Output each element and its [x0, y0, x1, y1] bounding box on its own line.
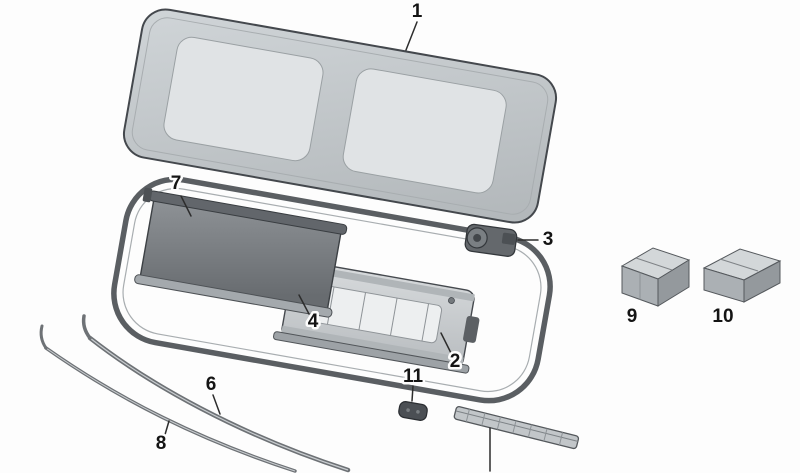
callout-7: 7 [171, 173, 182, 194]
mechanism-rail-rear [292, 262, 475, 302]
strip-part-8 [39, 324, 297, 473]
blind-pull-bar [134, 274, 333, 318]
bottom-rail [453, 405, 580, 450]
parts-box-10 [702, 248, 782, 303]
mechanism-bolt [448, 297, 455, 304]
glass-rear-pane [342, 68, 507, 194]
parts-box-9 [620, 247, 691, 307]
strip-8-highlight [45, 347, 296, 472]
box9-side-face [657, 259, 690, 307]
glass-panel [122, 8, 558, 224]
callout-11: 11 [403, 366, 424, 387]
leader-line-4 [298, 294, 310, 315]
rail-hatch [496, 416, 501, 430]
leader-line-7 [180, 195, 192, 217]
rail-hatch [558, 432, 564, 446]
rail-hatch [512, 420, 517, 434]
motor-gear-center [473, 233, 482, 242]
box10-fold-line [719, 258, 759, 272]
roller-blind [134, 187, 348, 318]
drive-motor [464, 223, 518, 257]
mechanism-rail-front [281, 325, 464, 365]
clamp-detail [406, 408, 410, 412]
mechanism-rib [421, 303, 430, 342]
rail-hatch [543, 428, 548, 442]
callout-6: 6 [206, 374, 217, 395]
callout-2: 2 [450, 351, 461, 372]
blind-end-cap [142, 187, 153, 203]
strip-part-6 [81, 314, 351, 473]
motor-connector [501, 232, 516, 245]
small-clamp [398, 401, 428, 421]
mechanism-right-bracket [463, 315, 480, 343]
callout-4: 4 [308, 311, 319, 332]
seal-inner-profile [122, 187, 542, 393]
strip-6-end-hook [81, 314, 92, 340]
leader-line-11 [411, 385, 414, 402]
leader-line-6 [212, 394, 221, 415]
glass-front-pane [163, 36, 324, 162]
roof-frame-seal [111, 176, 553, 404]
strip-8-end-hook [39, 324, 48, 350]
rail-body [453, 405, 580, 450]
mechanism-front-bar [273, 331, 470, 374]
mechanism-rib [326, 286, 335, 325]
mechanism-rib [358, 292, 367, 331]
box10-side-face [743, 260, 781, 303]
seal-outer-profile [111, 176, 553, 404]
leader-line-2 [440, 332, 452, 354]
callout-8: 8 [156, 433, 167, 454]
leader-line-8 [163, 420, 170, 439]
rail-hatch [527, 424, 533, 438]
clamp-body [398, 401, 428, 421]
strip-6-highlight [89, 337, 349, 471]
leader-line-1 [405, 21, 418, 51]
box9-fold-line [635, 257, 673, 271]
rail-hatch [481, 412, 486, 426]
mechanism-rib [389, 297, 398, 336]
rail-channel-line [455, 410, 578, 442]
glass-frit-line [131, 17, 549, 215]
rail-hatch [465, 409, 470, 422]
callout-3: 3 [543, 229, 554, 250]
callout-10: 10 [712, 306, 733, 327]
callout-1: 1 [412, 1, 423, 22]
clamp-detail [416, 410, 420, 414]
callout-9: 9 [627, 306, 638, 327]
